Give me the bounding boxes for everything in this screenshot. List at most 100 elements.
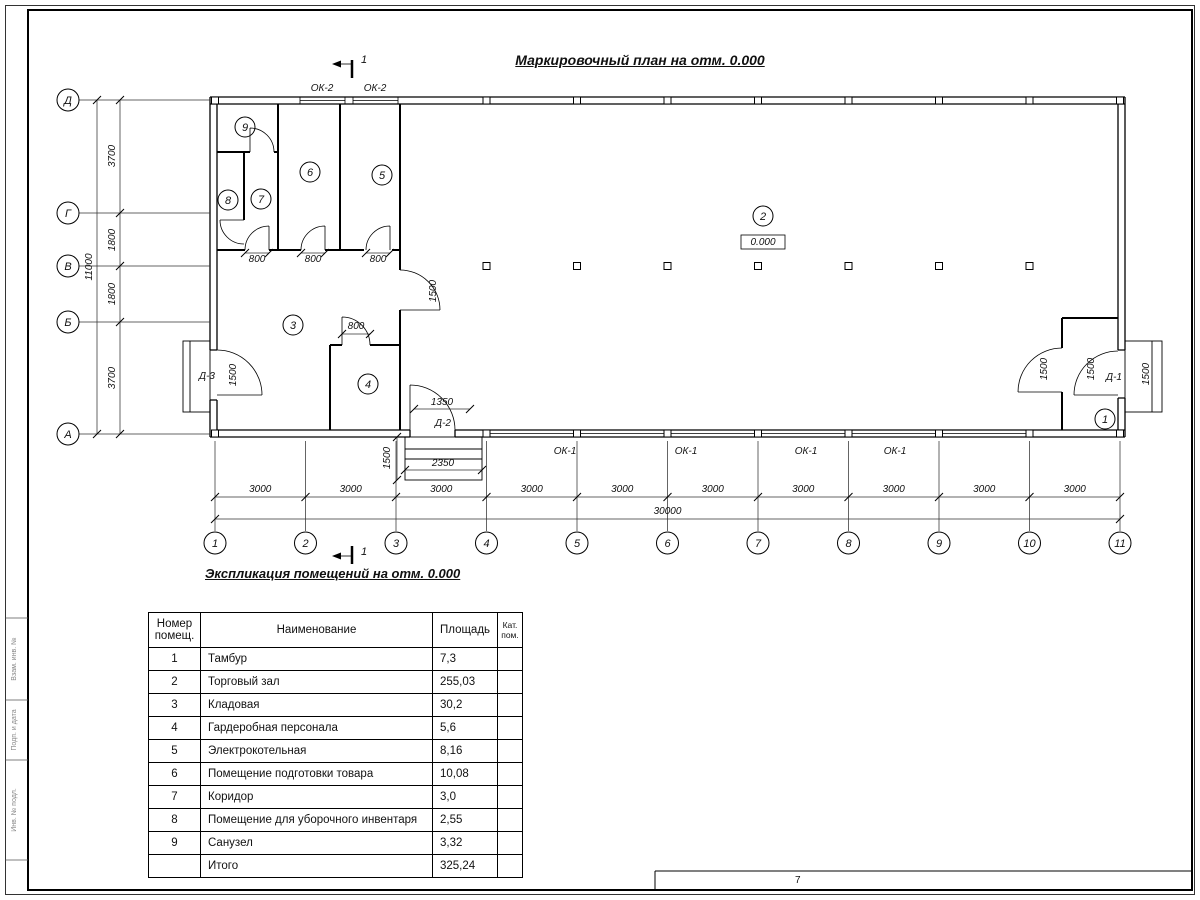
room-name: Коридор (200, 785, 433, 809)
room-area: 2,55 (432, 808, 498, 832)
axis-col-label: 7 (755, 538, 762, 550)
room-cat (497, 693, 523, 717)
room-num: 8 (148, 808, 201, 832)
room-num: 9 (148, 831, 201, 855)
axis-row-label: А (63, 429, 71, 441)
dim-row-segment: 3700 (107, 366, 118, 389)
dim-col-segment: 3000 (702, 484, 725, 495)
room-name: Помещение подготовки товара (200, 762, 433, 786)
door-label-d1: Д-1 (1105, 372, 1122, 383)
room-name: Кладовая (200, 693, 433, 717)
window-label-ok2: ОК-2 (364, 83, 387, 94)
room-area: 3,0 (432, 785, 498, 809)
dim-col-segment: 3000 (249, 484, 272, 495)
room-num: 6 (148, 762, 201, 786)
axis-col-label: 1 (212, 538, 218, 550)
room-number: 8 (225, 195, 232, 207)
dim-col-segment: 3000 (973, 484, 996, 495)
room-name: Помещение для уборочного инвентаря (200, 808, 433, 832)
axis-col-label: 6 (664, 538, 671, 550)
dim-1500: 1500 (428, 279, 439, 302)
room-cat (497, 831, 523, 855)
dimension-lines (79, 99, 1121, 531)
room-num: 3 (148, 693, 201, 717)
room-area: 30,2 (432, 693, 498, 717)
room-cat (497, 647, 523, 671)
room-cat (497, 762, 523, 786)
room-name: Итого (200, 854, 433, 878)
section-arrow-icon (332, 552, 341, 560)
door-swings (216, 127, 1119, 431)
room-area: 10,08 (432, 762, 498, 786)
room-name: Санузел (200, 831, 433, 855)
room-schedule-table: Номер помещ. Наименование Площадь Кат. п… (148, 612, 523, 878)
room-num: 5 (148, 739, 201, 763)
axis-row-label: Г (65, 208, 72, 220)
window-label-ok1: ОК-1 (554, 446, 577, 457)
dim-800: 800 (370, 254, 387, 265)
axis-col-label: 10 (1023, 538, 1036, 550)
window-label-ok1: ОК-1 (675, 446, 698, 457)
stamp-label: Инв. № подл. (11, 788, 18, 832)
stamp-cell-dividers (5, 617, 28, 861)
axis-col-label: 4 (483, 538, 489, 550)
elevation-mark: 0.000 (740, 234, 786, 250)
axis-circles-bottom (203, 531, 1132, 555)
section-mark-top: 1 (332, 54, 367, 78)
stamp-label: Подп. и дата (11, 709, 18, 750)
title-block-line (654, 870, 1192, 890)
col-header-area: Площадь (432, 612, 498, 648)
dim-1500: 1500 (1086, 357, 1097, 380)
section-mark-bottom: 1 (332, 546, 367, 564)
room-number: 6 (307, 167, 314, 179)
tick-marks (92, 95, 1125, 524)
room-num: 4 (148, 716, 201, 740)
elevation-value: 0.000 (750, 237, 775, 248)
room-number: 4 (365, 379, 371, 391)
room-number: 9 (242, 122, 248, 134)
room-cat (497, 716, 523, 740)
interior-partitions (217, 104, 1118, 430)
window-label-ok1: ОК-1 (795, 446, 818, 457)
page-number: 7 (795, 875, 801, 886)
axis-row-label: Д (62, 95, 72, 107)
room-area: 7,3 (432, 647, 498, 671)
room-area: 325,24 (432, 854, 498, 878)
door-label-d3: Д-3 (198, 371, 215, 382)
window-label-ok2: ОК-2 (311, 83, 334, 94)
room-number: 5 (379, 170, 386, 182)
room-circles (217, 116, 1116, 430)
room-name: Электрокотельная (200, 739, 433, 763)
dim-row-segment: 1800 (107, 228, 118, 251)
dim-row-segment: 3700 (107, 144, 118, 167)
dim-2350: 2350 (431, 458, 455, 469)
room-cat (497, 739, 523, 763)
axis-col-label: 5 (574, 538, 581, 550)
room-area: 8,16 (432, 739, 498, 763)
room-num: 1 (148, 647, 201, 671)
door-label-d2: Д-2 (434, 418, 451, 429)
dim-row-segment: 1800 (107, 282, 118, 305)
dim-800: 800 (348, 321, 365, 332)
dim-col-segment: 3000 (883, 484, 906, 495)
section-label: 1 (361, 546, 367, 558)
room-number: 3 (290, 320, 297, 332)
porches-steps (182, 340, 1163, 481)
dim-col-segment: 3000 (340, 484, 363, 495)
room-area: 5,6 (432, 716, 498, 740)
room-name: Гардеробная персонала (200, 716, 433, 740)
dim-total-height: 11000 (84, 253, 95, 281)
dim-col-segment: 3000 (521, 484, 544, 495)
dim-col-segment: 3000 (1064, 484, 1087, 495)
window-glazing (299, 97, 1026, 434)
table-header-row: Номер помещ. Наименование Площадь Кат. п… (148, 612, 523, 648)
room-num: 7 (148, 785, 201, 809)
